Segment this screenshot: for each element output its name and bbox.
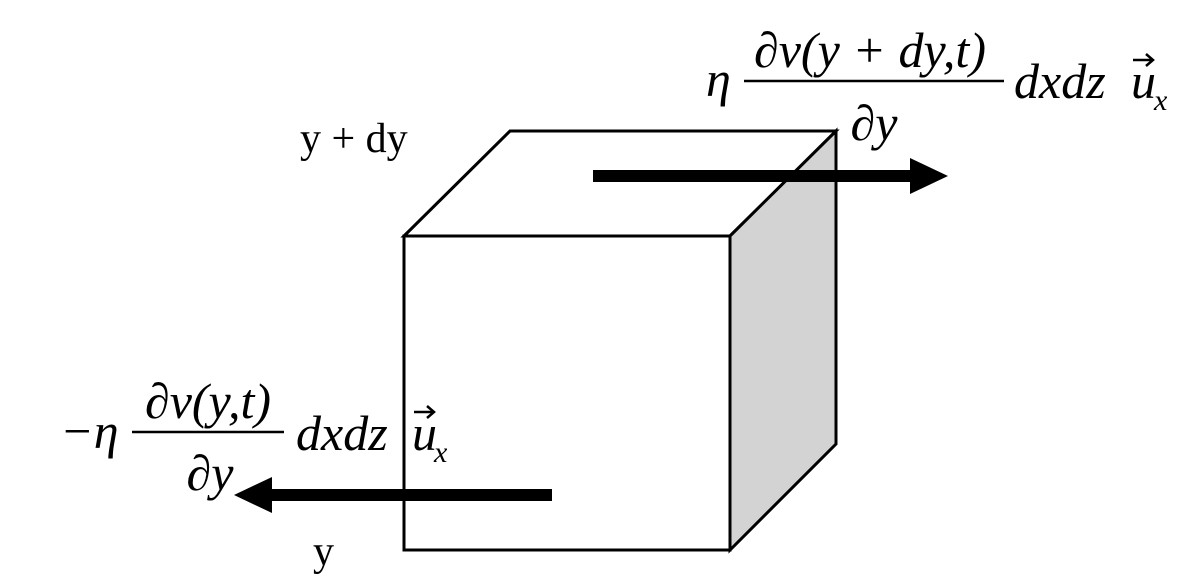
bottom-face-label: y [313,529,334,575]
vector-arrow-icon [1133,53,1155,67]
cube-front-face [402,234,732,552]
top-face-label: y + dy [300,116,408,162]
bottom-shear-arrow [234,477,552,513]
top-force-differentials: dxdz [1014,53,1106,109]
top-force-numerator: ∂v(y + dy,t) [754,22,986,78]
fluid-element-cube [400,127,840,554]
bottom-force-differentials: dxdz [296,405,388,461]
top-force-expression: η ∂v(y + dy,t) ∂y dxdz u x [706,22,1168,151]
bottom-force-denominator: ∂y [187,445,235,501]
top-force-denominator: ∂y [851,95,899,151]
bottom-force-coefficient: −η [60,403,119,459]
top-force-coefficient: η [706,51,731,107]
bottom-force-unit-subscript: x [433,436,448,469]
bottom-force-numerator: ∂v(y,t) [145,373,271,429]
top-shear-arrow [593,158,948,194]
top-force-unit-subscript: x [1153,84,1168,117]
bottom-force-expression: −η ∂v(y,t) ∂y dxdz u x [60,373,448,501]
vector-arrow-icon [414,405,436,419]
